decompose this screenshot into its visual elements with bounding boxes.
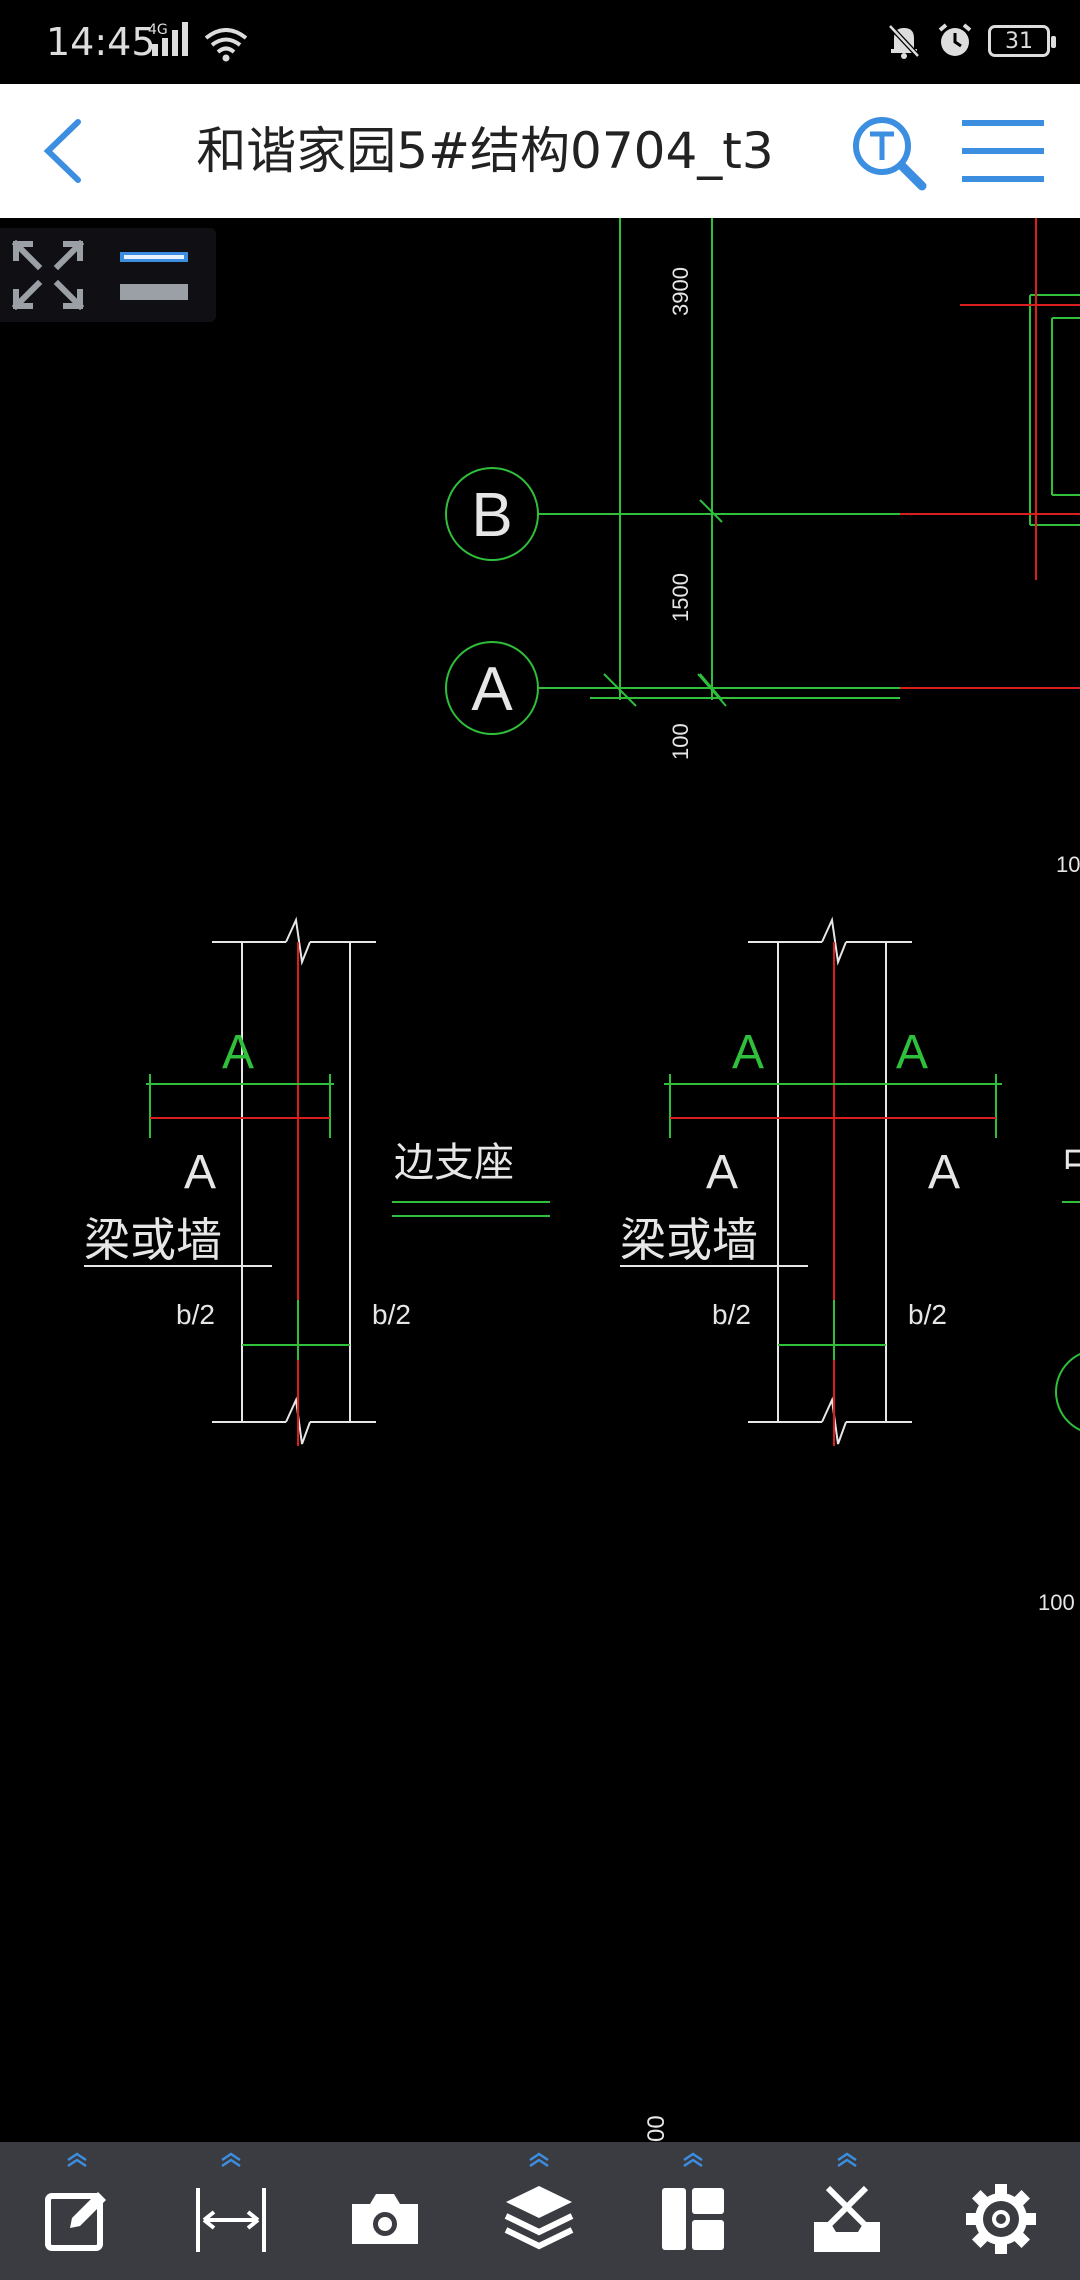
- layout-icon: [662, 2188, 724, 2250]
- axis-label-a: A: [471, 655, 513, 724]
- status-bar: 14:45 4G 31: [0, 0, 1080, 84]
- back-arrow-icon[interactable]: [36, 114, 96, 188]
- dim-100-c: 100: [1038, 1590, 1075, 1615]
- half-width-left: b/2: [176, 1299, 215, 1330]
- text-search-icon[interactable]: [848, 112, 928, 192]
- chevron-up-icon: [221, 2152, 241, 2168]
- section-mark-white-right: A: [928, 1146, 960, 1199]
- background-toggle-icon[interactable]: [118, 244, 190, 308]
- camera-icon: [352, 2194, 418, 2244]
- section-mark-green: A: [222, 1026, 254, 1079]
- toolbar-layers[interactable]: [462, 2142, 616, 2280]
- toolbar-measure[interactable]: [154, 2142, 308, 2280]
- battery-indicator: 31: [988, 25, 1056, 57]
- dim-100-a: 100: [668, 723, 693, 760]
- detail-middle-support: A A A A 梁或墙 b/2 b/2 中: [620, 916, 1080, 1446]
- half-width-right: b/2: [372, 1299, 411, 1330]
- network-type: 4G: [148, 22, 168, 38]
- section-mark-green-right: A: [896, 1026, 928, 1079]
- toolbar-settings[interactable]: [924, 2142, 1078, 2280]
- half-width-left: b/2: [712, 1299, 751, 1330]
- chevron-up-icon: [683, 2152, 703, 2168]
- edge-support-caption: 边支座: [394, 1141, 514, 1185]
- section-mark-white-left: A: [706, 1146, 738, 1199]
- middle-support-caption: 中: [1062, 1141, 1080, 1185]
- chevron-up-icon: [529, 2152, 549, 2168]
- section-mark-white: A: [184, 1146, 216, 1199]
- axis-label-b: B: [471, 481, 512, 550]
- status-time: 14:45: [46, 20, 156, 64]
- cell-signal-icon: 4G: [148, 22, 188, 56]
- chevron-up-icon: [67, 2152, 87, 2168]
- fit-screen-icon[interactable]: [12, 240, 84, 310]
- layers-icon: [504, 2186, 574, 2250]
- view-control-panel: [0, 228, 216, 322]
- menu-icon[interactable]: [962, 118, 1044, 184]
- detail-edge-support: A A 梁或墙 b/2 b/2 边支座: [84, 916, 550, 1446]
- cad-drawing-canvas[interactable]: 3900 1500 100 100 100 B A: [0, 218, 1080, 2142]
- chevron-up-icon: [837, 2152, 857, 2168]
- dim-3900: 3900: [668, 267, 693, 316]
- mute-bell-icon: [888, 24, 920, 59]
- half-width-right: b/2: [908, 1299, 947, 1330]
- alarm-icon: [938, 23, 972, 56]
- toolbar-layout[interactable]: [616, 2142, 770, 2280]
- bottom-dim-fragment: 00: [643, 2115, 670, 2142]
- bottom-toolbar: [0, 2142, 1080, 2280]
- tools-icon: [814, 2185, 880, 2252]
- document-title: 和谐家园5#结构0704_t3: [196, 122, 774, 180]
- beam-or-wall-label: 梁或墙: [84, 1214, 222, 1266]
- axis-a-bubble: A: [445, 641, 539, 735]
- beam-or-wall-label: 梁或墙: [620, 1214, 758, 1266]
- dimension-texts: 3900 1500 100 100 100: [668, 267, 1080, 1615]
- wifi-icon: [204, 28, 248, 62]
- toolbar-tools[interactable]: [770, 2142, 924, 2280]
- toolbar-edit[interactable]: [0, 2142, 154, 2280]
- dim-100-b: 100: [1056, 852, 1080, 877]
- toolbar-camera[interactable]: [308, 2142, 462, 2280]
- measure-icon: [196, 2188, 266, 2252]
- app-header: 和谐家园5#结构0704_t3: [0, 84, 1080, 218]
- red-axis-lines: [900, 218, 1080, 689]
- axis-b-bubble: B: [445, 467, 539, 561]
- grid-lines: [538, 218, 900, 707]
- right-edge-frame: [1029, 294, 1080, 526]
- dim-1500: 1500: [668, 573, 693, 622]
- section-mark-green-left: A: [732, 1026, 764, 1079]
- edit-icon: [45, 2192, 106, 2251]
- settings-icon: [966, 2184, 1036, 2254]
